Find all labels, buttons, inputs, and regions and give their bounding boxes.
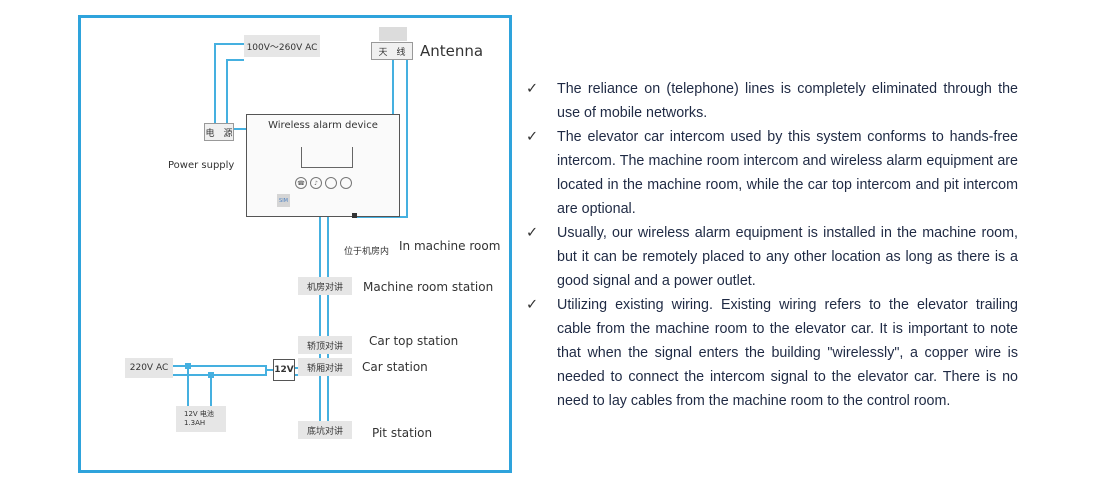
wire-antenna-b-horizontal (355, 216, 408, 218)
wire-battery-b (210, 374, 212, 411)
wire-trunk-left (319, 217, 321, 430)
battery-capacity-label: 1.3AH (184, 419, 206, 427)
alarm-icon: ♪ (310, 177, 322, 189)
car-top-station-box: 轿顶对讲 (298, 336, 352, 354)
machine-room-station-label: Machine room station (363, 280, 494, 294)
car-top-station-label: Car top station (369, 334, 459, 348)
checkmark-icon: ✓ (526, 129, 538, 145)
car-station-box: 轿厢对讲 (298, 358, 352, 376)
wire-power-device (232, 128, 246, 130)
list-item-text: Usually, our wireless alarm equipment is… (557, 225, 1018, 289)
antenna-label: Antenna (420, 42, 484, 60)
ac220-label: 220V AC (125, 358, 173, 378)
list-item: ✓ The elevator car intercom used by this… (526, 125, 1018, 221)
device-title: Wireless alarm device (268, 120, 378, 131)
mode-button-icon (325, 177, 337, 189)
wire-antenna-a-vertical (392, 56, 394, 114)
power-supply-cn-label: 电 源 (204, 123, 234, 141)
wiring-diagram: 100V～260V AC 天 线 Antenna 电 源 Power suppl… (78, 15, 512, 473)
power-supply-label: Power supply (168, 160, 235, 171)
wire-ac-a-horizontal (214, 43, 244, 45)
antenna-mast (379, 27, 407, 41)
device-screen (301, 147, 353, 168)
list-item-text: The elevator car intercom used by this s… (557, 129, 1018, 217)
battery-box: 12V 电池 1.3AH (176, 406, 226, 432)
cable-port (352, 213, 357, 218)
sim-slot: SIM (277, 194, 290, 207)
wire-ac-b-vertical (226, 59, 228, 123)
checkmark-icon: ✓ (526, 81, 538, 97)
wire-trunk-right (327, 217, 329, 430)
pit-station-label: Pit station (372, 426, 433, 440)
ac-input-label: 100V～260V AC (244, 35, 320, 57)
phone-icon: ☎ (295, 177, 307, 189)
wireless-alarm-device: Wireless alarm device ☎ ♪ SIM (246, 114, 400, 218)
pit-station-box: 底坑对讲 (298, 421, 352, 439)
list-item-text: The reliance on (telephone) lines is com… (557, 81, 1018, 121)
list-item: ✓ Usually, our wireless alarm equipment … (526, 221, 1018, 293)
located-cn-label: 位于机房内 (344, 247, 390, 257)
menu-button-icon (340, 177, 352, 189)
car-station-label: Car station (362, 360, 428, 374)
checkmark-icon: ✓ (526, 225, 538, 241)
wire-220v-b (173, 374, 265, 376)
list-item-text: Utilizing existing wiring. Existing wiri… (557, 297, 1018, 409)
adapter-12v: 12V (273, 359, 295, 381)
adapter-input-stub (265, 369, 273, 371)
located-label: In machine room (399, 239, 501, 253)
list-item: ✓ The reliance on (telephone) lines is c… (526, 77, 1018, 125)
wire-ac-a-vertical (214, 43, 216, 123)
antenna-cn-label: 天 线 (371, 42, 413, 60)
junction-dot (185, 363, 191, 369)
battery-voltage-label: 12V 电池 (184, 410, 214, 418)
wire-antenna-b-vertical (406, 56, 408, 218)
wire-battery-a (187, 365, 189, 411)
machine-room-station-box: 机房对讲 (298, 277, 352, 295)
checkmark-icon: ✓ (526, 297, 538, 313)
junction-dot (208, 372, 214, 378)
wire-ac-b-horizontal (226, 59, 244, 61)
feature-list: ✓ The reliance on (telephone) lines is c… (526, 77, 1018, 413)
wire-220v-a (173, 365, 265, 367)
list-item: ✓ Utilizing existing wiring. Existing wi… (526, 293, 1018, 413)
